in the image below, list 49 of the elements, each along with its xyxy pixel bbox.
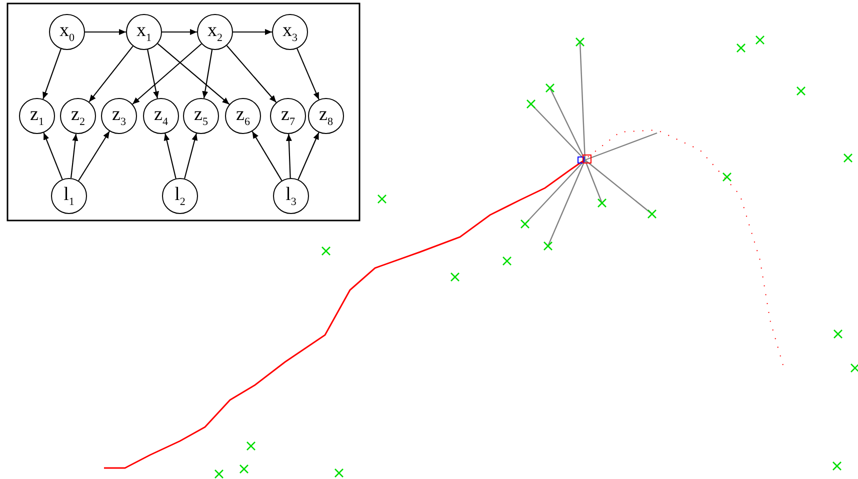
variable-circle (225, 98, 261, 134)
variable-circle (19, 98, 55, 134)
variable-label: x$_{2}$ (208, 20, 222, 44)
variable-label: z$_{2}$ (71, 104, 85, 128)
variable-label: z$_{8}$ (319, 104, 333, 128)
arrow (70, 134, 78, 178)
arrow (157, 43, 230, 105)
variable-circle (60, 98, 96, 134)
arrow (296, 48, 320, 100)
arrow (42, 48, 62, 100)
variable-label: z$_{7}$ (281, 104, 295, 128)
arrow (162, 29, 197, 35)
arrow (43, 132, 63, 180)
variable-label: z$_{1}$ (30, 104, 44, 128)
variable-circle (49, 14, 85, 50)
variable-label: l$_{3}$ (286, 184, 296, 208)
arrow (202, 50, 213, 98)
variable-label: z$_{5}$ (194, 104, 208, 128)
arrow (226, 45, 277, 103)
variable-circle (197, 14, 233, 50)
variable-label: x$_{0}$ (60, 20, 74, 44)
variable-label: z$_{4}$ (154, 104, 168, 128)
variable-label: l$_{1}$ (64, 184, 74, 208)
variable-label: x$_{3}$ (282, 20, 298, 44)
variable-label: z$_{6}$ (236, 104, 250, 128)
arrow (184, 133, 198, 179)
variable-label: x$_{1}$ (136, 20, 152, 44)
arrow (78, 130, 110, 182)
variable-circle (126, 14, 162, 50)
variable-circle (162, 178, 198, 214)
arrow (298, 132, 320, 180)
arrow (88, 46, 134, 102)
variable-circle (143, 98, 179, 134)
arrow (233, 29, 272, 35)
arrow (147, 50, 159, 98)
variable-circle (183, 98, 219, 134)
arrow (85, 29, 126, 35)
arrow (132, 43, 202, 105)
variable-label: l$_{2}$ (174, 184, 186, 208)
variable-circle (273, 178, 309, 214)
arrow (164, 133, 176, 179)
arrow (252, 131, 282, 181)
variable-circle (101, 98, 137, 134)
variable-label: z$_{3}$ (112, 104, 126, 128)
variable-circle (308, 98, 344, 134)
variable-circle (272, 14, 308, 50)
variable-circle (270, 98, 306, 134)
variable-circle (51, 178, 87, 214)
arrow (286, 134, 292, 178)
